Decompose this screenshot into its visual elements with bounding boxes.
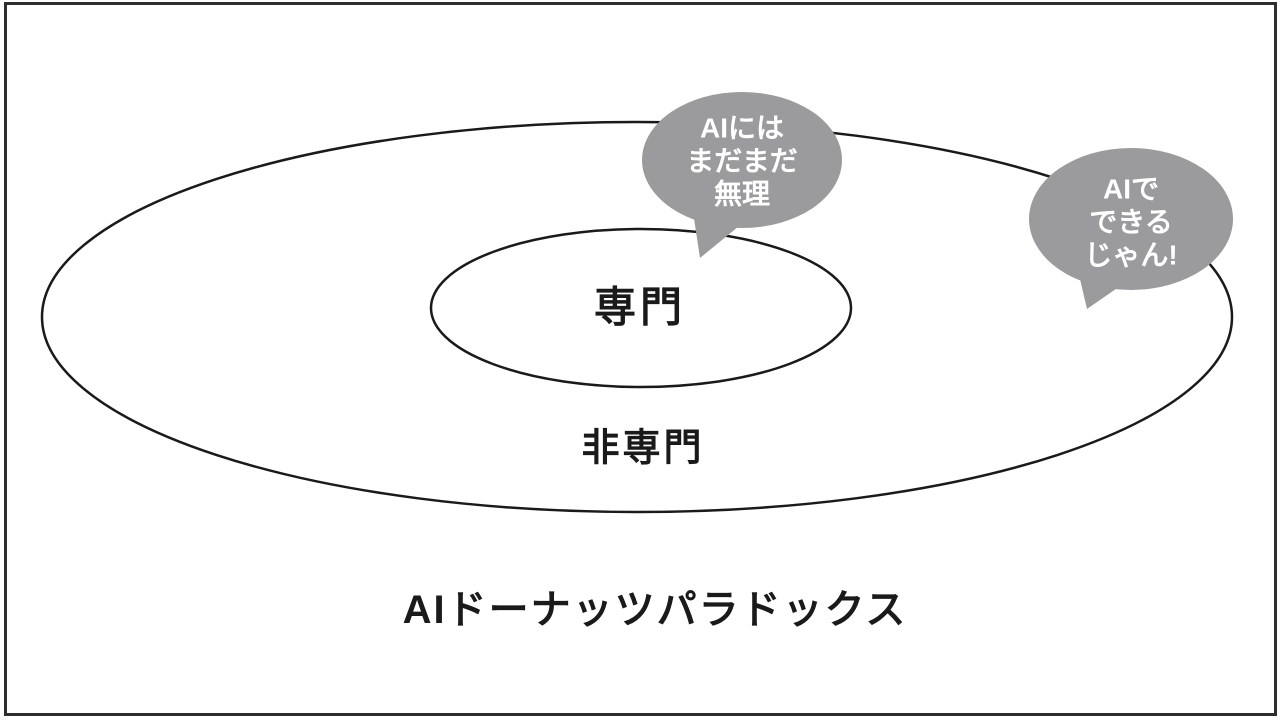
speech-bubble-ai-can-text: AIで できる じゃん! [1084,172,1177,271]
diagram-title: AIドーナッツパラドックス [402,588,908,632]
speech-bubble-ai-cannot [642,92,842,258]
inner-ellipse [429,227,853,389]
bubble-line: じゃん! [1084,239,1178,271]
speech-bubble-ai-cannot-body [642,92,842,228]
speech-bubble-ai-can-body [1029,148,1233,290]
speech-bubble-ai-can [1029,148,1233,309]
outer-ellipse [40,120,1234,514]
bubble-line: できる [1089,206,1173,238]
outer-ring-label: 非専門 [581,427,705,470]
bubble-line: AIで [1102,173,1160,205]
inner-ellipse-label: 専門 [593,283,687,331]
bubble-line: AIには [699,112,785,144]
speech-bubble-ai-cannot-text: AIには まだまだ 無理 [686,111,797,210]
bubble-line: まだまだ [686,145,798,177]
bubble-line: 無理 [713,178,771,210]
